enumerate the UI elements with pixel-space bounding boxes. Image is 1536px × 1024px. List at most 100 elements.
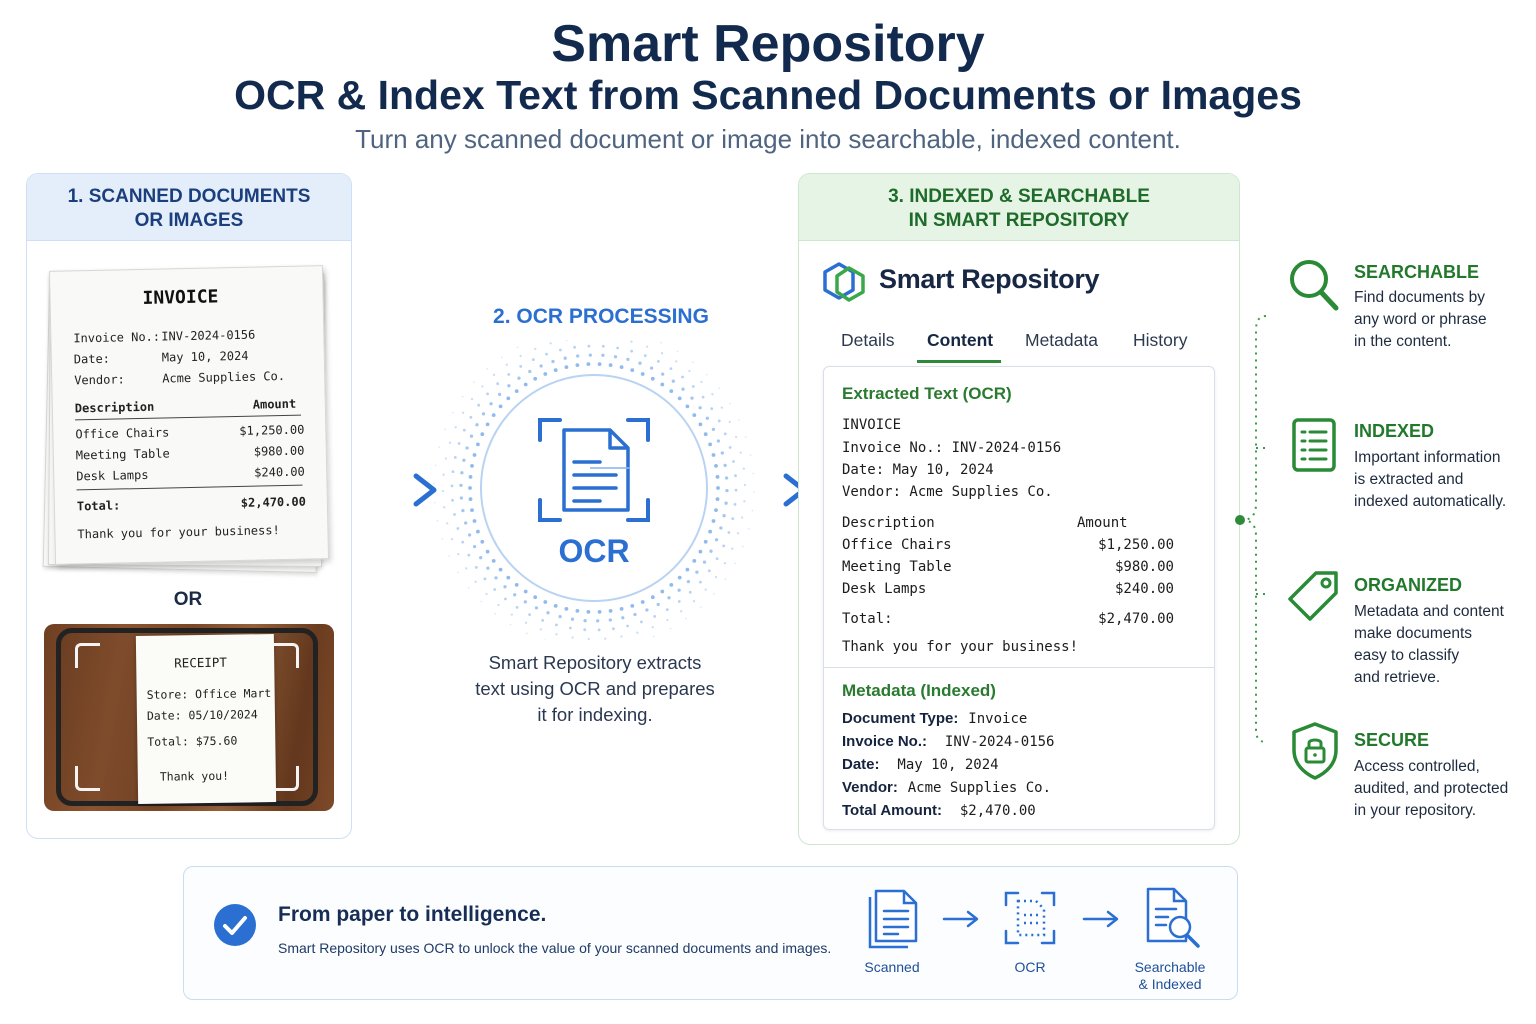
- halo-dot: [700, 380, 703, 384]
- halo-dot: [660, 341, 662, 344]
- halo-dot: [751, 509, 754, 512]
- halo-dot: [516, 346, 519, 349]
- tab-details[interactable]: Details: [841, 330, 895, 350]
- extracted-total-value: $2,470.00: [1098, 611, 1174, 627]
- panel1-header: 1. SCANNED DOCUMENTS OR IMAGES: [27, 174, 351, 241]
- halo-dot: [564, 607, 569, 611]
- tab-history[interactable]: History: [1133, 330, 1188, 350]
- ocr-desc-line: text using OCR and prepares: [475, 678, 715, 699]
- halo-dot: [703, 432, 708, 437]
- halo-dot: [620, 635, 623, 638]
- halo-dot: [660, 382, 665, 387]
- extracted-item-name: Office Chairs: [842, 537, 952, 553]
- invoice-document[interactable]: INVOICE Invoice No.: INV-2024-0156 Date:…: [48, 265, 330, 565]
- halo-dot: [715, 557, 719, 561]
- halo-dot: [558, 614, 562, 619]
- halo-dot: [438, 446, 441, 448]
- halo-dot: [601, 344, 605, 348]
- extracted-item-name: Desk Lamps: [842, 581, 927, 597]
- halo-dot: [734, 474, 737, 478]
- halo-dot: [604, 637, 607, 640]
- ocr-processing-title: 2. OCR PROCESSING: [493, 305, 709, 328]
- halo-dot: [507, 373, 511, 376]
- halo-dot: [731, 547, 734, 550]
- halo-dot: [691, 385, 695, 388]
- invoice-desc-header: Description: [74, 399, 155, 416]
- arrow-right-icon: [942, 910, 979, 928]
- summary-description: Smart Repository uses OCR to unlock the …: [278, 940, 832, 956]
- halo-dot: [613, 355, 618, 359]
- halo-dot: [733, 503, 737, 506]
- halo-dot: [485, 592, 488, 596]
- receipt-photo[interactable]: RECEIPT Store: Office Mart Date: 05/10/2…: [44, 624, 334, 811]
- halo-dot: [688, 590, 692, 594]
- halo-dot: [481, 385, 484, 388]
- halo-dot: [514, 583, 519, 587]
- halo-dot: [586, 362, 591, 366]
- feature-desc-line: Important information: [1354, 449, 1501, 466]
- ocr-desc-line: it for indexing.: [537, 704, 653, 725]
- halo-dot: [744, 436, 747, 438]
- halo-dot: [528, 613, 531, 616]
- halo-dot: [729, 402, 731, 405]
- halo-dot: [462, 458, 466, 462]
- halo-dot: [650, 595, 655, 600]
- halo-dot: [717, 419, 721, 423]
- smart-repository-panel: 3. INDEXED & SEARCHABLE IN SMART REPOSIT…: [798, 173, 1240, 845]
- halo-dot: [723, 463, 727, 468]
- halo-dot: [457, 571, 459, 574]
- tab-metadata[interactable]: Metadata: [1025, 330, 1098, 350]
- halo-dot: [747, 528, 750, 530]
- halo-dot: [469, 434, 474, 438]
- halo-dot: [688, 369, 691, 373]
- feature-desc-line: in the content.: [1354, 333, 1452, 350]
- halo-dot: [436, 520, 439, 522]
- halo-dot: [461, 411, 465, 414]
- invoice-item-amount: $980.00: [253, 443, 305, 459]
- scan-corner-icon: [75, 643, 100, 668]
- scan-corner-icon: [75, 766, 100, 791]
- halo-dot: [465, 567, 468, 570]
- halo-dot: [723, 432, 727, 436]
- halo-dot: [485, 422, 490, 427]
- halo-dot: [626, 624, 629, 628]
- halo-dot: [523, 600, 527, 604]
- halo-dot: [701, 395, 705, 399]
- metadata-row: Invoice No.: INV-2024-0156: [842, 733, 1054, 750]
- tab-content[interactable]: Content: [927, 330, 994, 350]
- halo-dot: [716, 439, 721, 443]
- invoice-no-value: INV-2024-0156: [161, 327, 256, 344]
- halo-dot: [612, 627, 615, 631]
- extracted-vendor: Vendor: Acme Supplies Co.: [842, 484, 1053, 500]
- halo-dot: [526, 632, 528, 635]
- halo-dot: [497, 603, 500, 607]
- halo-dot: [728, 446, 732, 449]
- feature-desc-line: any word or phrase: [1354, 311, 1487, 328]
- panel1-title-line2: OR IMAGES: [134, 210, 244, 231]
- halo-dot: [711, 453, 716, 457]
- halo-dot: [630, 340, 633, 343]
- halo-dot: [732, 460, 735, 463]
- halo-dot: [619, 607, 624, 611]
- halo-dot: [551, 359, 555, 364]
- halo-dot: [503, 585, 507, 589]
- halo-dot: [492, 373, 496, 377]
- halo-dot: [533, 595, 538, 600]
- halo-dot: [467, 533, 472, 537]
- invoice-thanks: Thank you for your business!: [77, 523, 280, 542]
- scanned-document-icon: [868, 889, 918, 949]
- halo-dot: [460, 471, 464, 475]
- extracted-item-name: Meeting Table: [842, 559, 952, 575]
- halo-dot: [739, 451, 742, 454]
- halo-dot: [476, 442, 480, 447]
- halo-dot: [459, 496, 464, 500]
- halo-dot: [728, 420, 731, 424]
- summary-banner: From paper to intelligence. Smart Reposi…: [183, 866, 1238, 1000]
- halo-dot: [444, 457, 448, 460]
- halo-dot: [680, 610, 683, 613]
- halo-dot: [468, 475, 473, 479]
- feature-desc-line: indexed automatically.: [1354, 493, 1507, 510]
- extracted-item-amount: $240.00: [1114, 581, 1174, 597]
- halo-dot: [630, 604, 635, 608]
- halo-dot: [743, 483, 747, 487]
